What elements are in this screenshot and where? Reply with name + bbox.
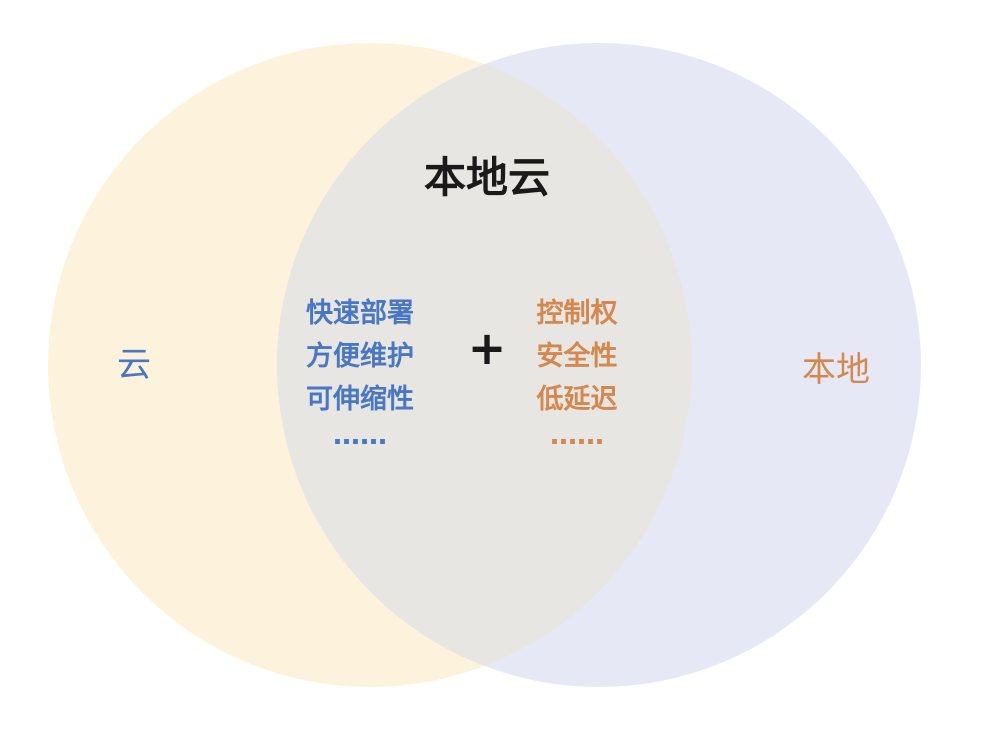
local-label: 本地 [802, 350, 870, 390]
local-feature-item: 控制权 [537, 298, 618, 329]
cloud-feature-item: 可伸缩性 [306, 383, 414, 415]
diagram-title: 本地云 [424, 153, 550, 202]
cloud-feature-item: 方便维护 [306, 340, 414, 372]
local-feature-ellipsis: …… [550, 420, 604, 451]
overlap-region [277, 43, 692, 687]
local-feature-item: 低延迟 [536, 384, 618, 415]
cloud-feature-item: 快速部署 [306, 297, 414, 329]
cloud-feature-ellipsis: …… [333, 420, 387, 451]
cloud-label: 云 [117, 345, 151, 385]
plus-operator: + [468, 321, 507, 375]
local-feature-item: 安全性 [537, 340, 618, 372]
